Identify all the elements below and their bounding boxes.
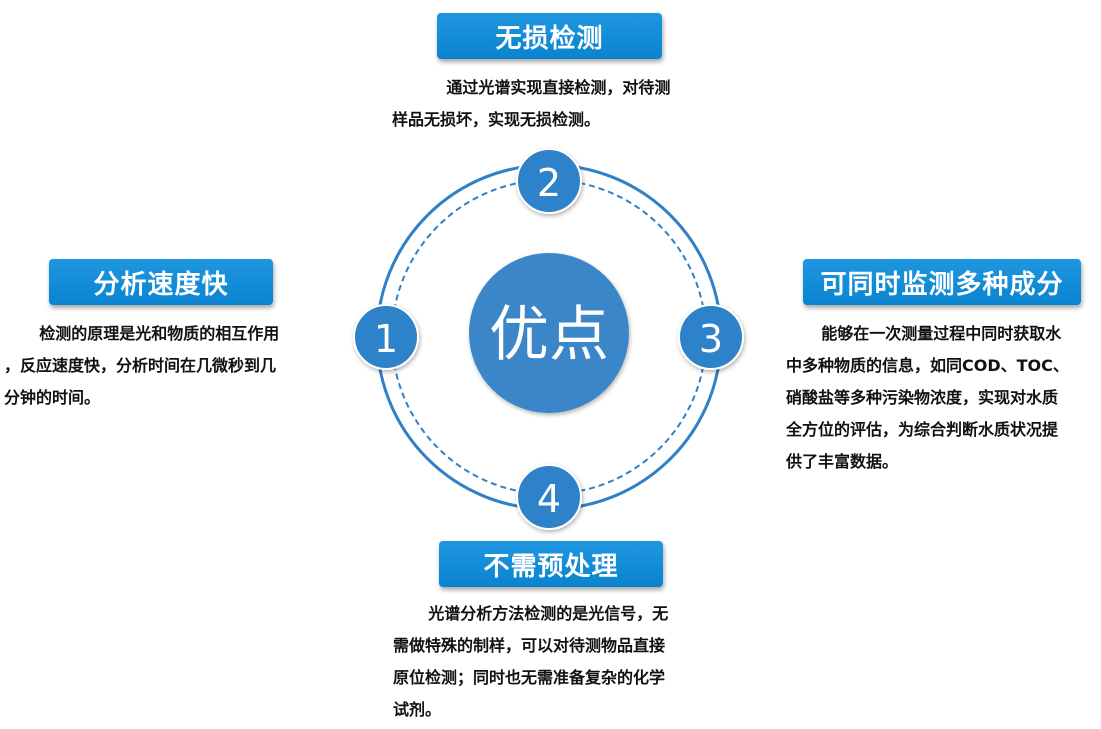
node-1-number: 1	[374, 317, 398, 361]
node-3-number: 3	[699, 317, 723, 361]
desc-line: 中多种物质的信息，如同COD、TOC、	[786, 356, 1069, 375]
desc-line: 全方位的评估，为综合判断水质状况提	[786, 420, 1059, 439]
center-label: 优点	[489, 300, 609, 370]
desc-line: 原位检测；同时也无需准备复杂的化学	[393, 668, 666, 687]
node-2-number: 2	[537, 161, 561, 205]
title-fast-analysis: 分析速度快	[49, 259, 273, 305]
desc-fast-analysis: 检测的原理是光和物质的相互作用 ，反应速度快，分析时间在几微秒到几 分钟的时间。	[4, 318, 334, 414]
node-2: 2	[516, 148, 582, 214]
desc-line: 供了丰富数据。	[786, 452, 899, 471]
desc-line: 光谱分析方法检测的是光信号，无	[428, 604, 669, 623]
desc-nondestructive: 通过光谱实现直接检测，对待测 样品无损坏，实现无损检测。	[392, 72, 722, 136]
desc-line: 分钟的时间。	[4, 388, 101, 407]
desc-multi-component: 能够在一次测量过程中同时获取水 中多种物质的信息，如同COD、TOC、 硝酸盐等…	[786, 318, 1101, 478]
title-no-pretreatment: 不需预处理	[439, 541, 663, 587]
desc-line: 样品无损坏，实现无损检测。	[392, 110, 601, 129]
node-4-number: 4	[537, 477, 561, 521]
title-multi-component: 可同时监测多种成分	[803, 259, 1081, 305]
desc-no-pretreatment: 光谱分析方法检测的是光信号，无 需做特殊的制样，可以对待测物品直接 原位检测；同…	[393, 598, 723, 726]
node-4: 4	[516, 464, 582, 530]
desc-line: 能够在一次测量过程中同时获取水	[821, 324, 1062, 343]
title-nondestructive: 无损检测	[437, 13, 662, 59]
desc-line: 试剂。	[393, 700, 442, 719]
desc-line: 需做特殊的制样，可以对待测物品直接	[393, 636, 666, 655]
desc-line: ，反应速度快，分析时间在几微秒到几	[4, 356, 277, 375]
desc-line: 检测的原理是光和物质的相互作用	[39, 324, 280, 343]
center-circle: 优点	[469, 253, 629, 413]
node-1: 1	[353, 304, 419, 370]
desc-line: 硝酸盐等多种污染物浓度，实现对水质	[786, 388, 1059, 407]
node-3: 3	[678, 304, 744, 370]
desc-line: 通过光谱实现直接检测，对待测	[446, 78, 671, 97]
